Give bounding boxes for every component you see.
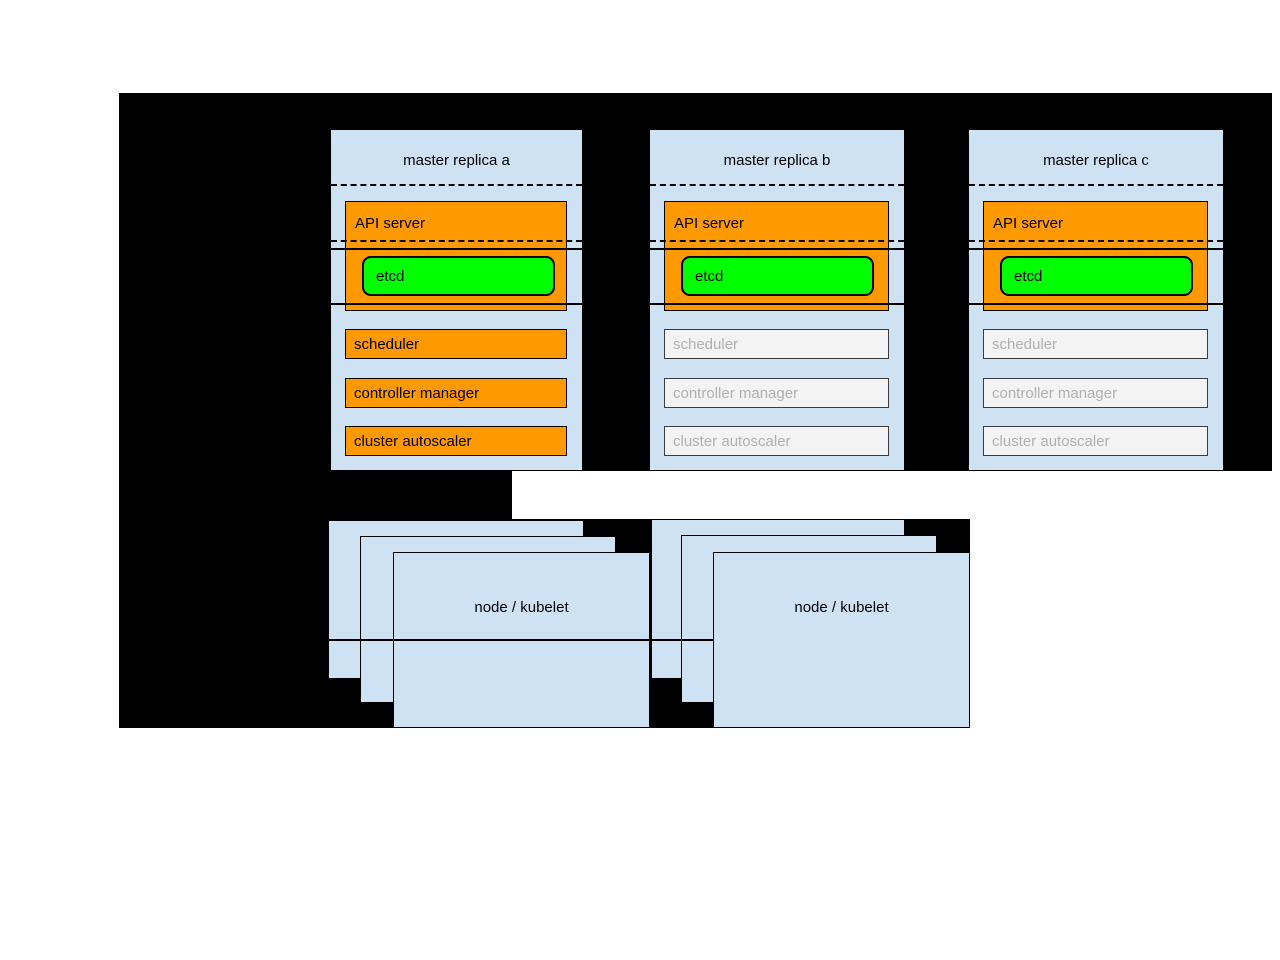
node-stack2-kubelet-box: node / kubelet xyxy=(713,552,970,728)
controller-manager-box-inactive: controller manager xyxy=(664,378,889,408)
replica-boundary-solid-line xyxy=(969,303,1223,305)
node-kubelet-label: node / kubelet xyxy=(474,599,569,616)
replica-boundary-dashed-line xyxy=(331,240,582,242)
load-balancer-line xyxy=(120,639,713,641)
api-server-label: API server xyxy=(993,215,1064,232)
node-kubelet-label: node / kubelet xyxy=(794,599,889,616)
scheduler-box-inactive: scheduler xyxy=(983,329,1208,359)
api-server-box: API server etcd xyxy=(345,201,567,311)
master-replica-a-panel: master replica a API server etcd schedul… xyxy=(330,129,583,471)
api-server-label: API server xyxy=(674,215,745,232)
scheduler-box-inactive: scheduler xyxy=(664,329,889,359)
replica-boundary-solid-line xyxy=(969,248,1223,250)
api-server-label: API server xyxy=(355,215,426,232)
controller-manager-box: controller manager xyxy=(345,378,567,408)
api-server-box: API server etcd xyxy=(983,201,1208,311)
replica-boundary-dashed-line xyxy=(650,240,904,242)
master-replica-a-title: master replica a xyxy=(403,152,510,169)
replica-boundary-solid-line xyxy=(650,303,904,305)
replica-boundary-dashed-line xyxy=(650,184,904,186)
etcd-box: etcd xyxy=(681,256,874,296)
replica-boundary-solid-line xyxy=(331,248,582,250)
replica-boundary-dashed-line xyxy=(969,184,1223,186)
api-server-box: API server etcd xyxy=(664,201,889,311)
cluster-autoscaler-box-inactive: cluster autoscaler xyxy=(983,426,1208,456)
master-replica-b-title: master replica b xyxy=(723,152,831,169)
controller-manager-box-inactive: controller manager xyxy=(983,378,1208,408)
etcd-box: etcd xyxy=(362,256,555,296)
master-replica-c-panel: master replica c API server etcd schedul… xyxy=(968,129,1224,471)
master-replica-b-panel: master replica b API server etcd schedul… xyxy=(649,129,905,471)
replica-boundary-dashed-line xyxy=(331,184,582,186)
master-replica-c-title: master replica c xyxy=(1043,152,1149,169)
cluster-autoscaler-box: cluster autoscaler xyxy=(345,426,567,456)
replica-boundary-solid-line xyxy=(331,303,582,305)
replica-boundary-dashed-line xyxy=(969,240,1223,242)
cluster-autoscaler-box-inactive: cluster autoscaler xyxy=(664,426,889,456)
replica-boundary-solid-line xyxy=(650,248,904,250)
scheduler-box: scheduler xyxy=(345,329,567,359)
etcd-box: etcd xyxy=(1000,256,1193,296)
